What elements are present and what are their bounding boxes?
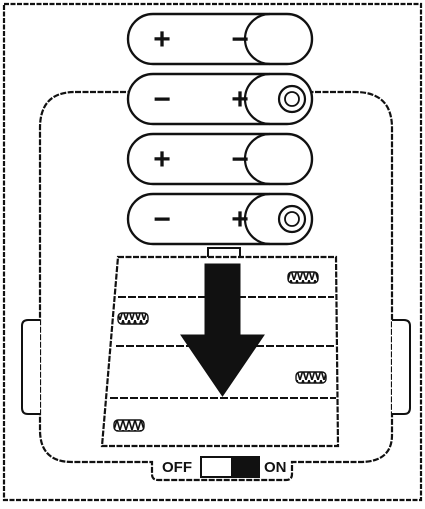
battery-right-polarity: − bbox=[231, 23, 249, 56]
battery-left-polarity: − bbox=[153, 83, 171, 116]
battery-left-polarity: + bbox=[153, 23, 171, 56]
battery-left-polarity: + bbox=[153, 143, 171, 176]
battery-terminal-inner-icon bbox=[285, 92, 299, 106]
spring-contact bbox=[114, 420, 144, 431]
switch-knob bbox=[231, 458, 258, 476]
battery-left-polarity: − bbox=[153, 203, 171, 236]
battery: −+ bbox=[128, 74, 312, 124]
switch-off-label: OFF bbox=[162, 459, 192, 476]
battery: −+ bbox=[128, 194, 312, 244]
battery: +− bbox=[128, 14, 312, 64]
battery-terminal-inner-icon bbox=[285, 212, 299, 226]
battery-right-polarity: − bbox=[231, 143, 249, 176]
left-side-clip bbox=[22, 320, 40, 414]
battery: +− bbox=[128, 134, 312, 184]
power-switch[interactable]: OFF ON bbox=[162, 457, 287, 477]
battery-right-polarity: + bbox=[231, 203, 249, 236]
spring-contact bbox=[288, 272, 318, 283]
switch-on-label: ON bbox=[264, 459, 287, 476]
battery-right-polarity: + bbox=[231, 83, 249, 116]
right-side-clip bbox=[392, 320, 410, 414]
spring-contact bbox=[118, 313, 148, 324]
spring-contact bbox=[296, 372, 326, 383]
